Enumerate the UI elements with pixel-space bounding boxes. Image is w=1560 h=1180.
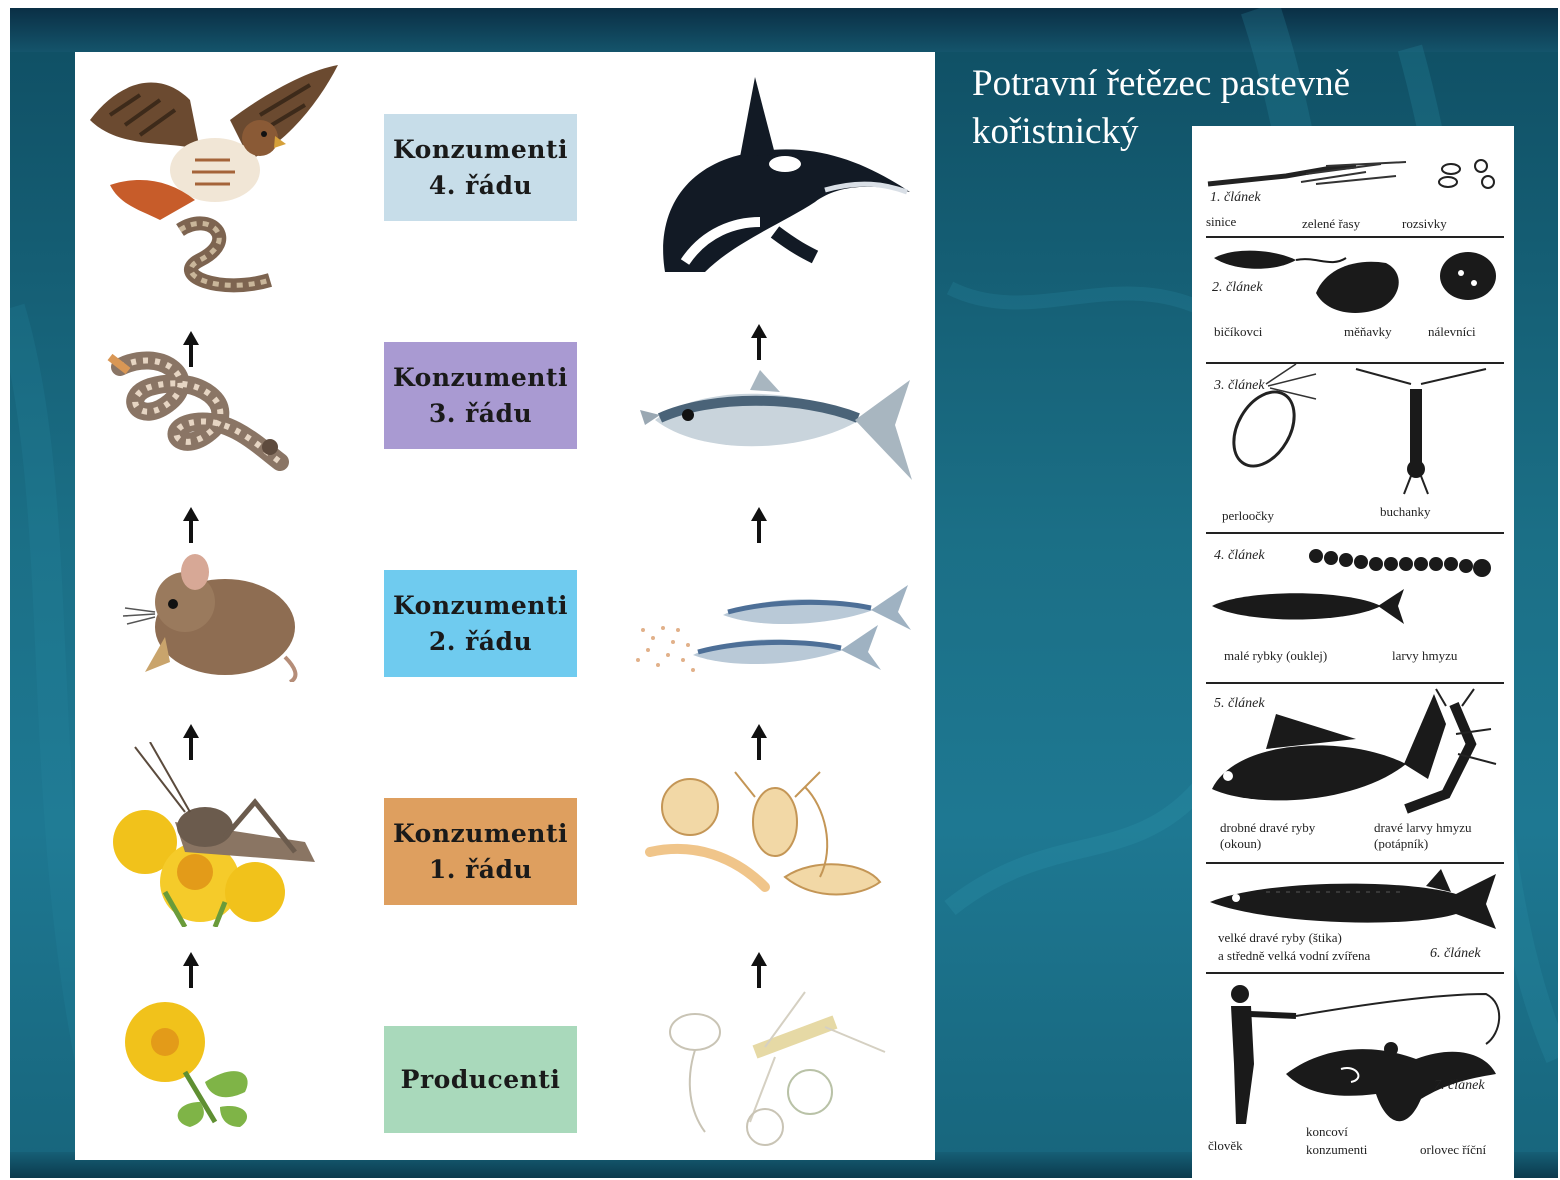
level-box-producers: Producenti <box>384 1026 577 1133</box>
level-label-line1: Konzumenti <box>393 816 568 852</box>
chain-link-7: 7. článek člověk koncoví konzumenti orlo… <box>1206 974 1504 1174</box>
chain-link-4: 4. článek malé rybky (ouklej) larvy hmyz… <box>1206 534 1504 684</box>
protozoa-icon <box>1206 238 1504 362</box>
level-label-line1: Konzumenti <box>393 588 568 624</box>
organism-label: měňavky <box>1344 324 1392 340</box>
level-box-consumers-4: Konzumenti 4. řádu <box>384 114 577 221</box>
sardines-icon <box>633 570 923 690</box>
organism-label: člověk <box>1208 1138 1243 1154</box>
organism-label: perloočky <box>1222 508 1274 524</box>
chain-link-3: 3. článek perloočky buchanky <box>1206 364 1504 534</box>
clanek-label: 2. článek <box>1212 280 1263 296</box>
organism-label: zelené řasy <box>1302 216 1360 232</box>
chain-link-6: velké dravé ryby (štika) a středně velká… <box>1206 864 1504 974</box>
organism-label: nálevníci <box>1428 324 1476 340</box>
organism-label: bičíkovci <box>1214 324 1262 340</box>
organism-label: konzumenti <box>1306 1142 1367 1158</box>
organism-label: koncoví <box>1306 1124 1348 1140</box>
clanek-label: 6. článek <box>1430 946 1481 962</box>
organism-label: dravé larvy hmyzu <box>1374 820 1471 836</box>
organism-label: sinice <box>1206 214 1236 230</box>
level-label-line2: 3. řádu <box>429 396 532 432</box>
organism-label: (okoun) <box>1220 836 1261 852</box>
title-line-1: Potravní řetězec pastevně <box>972 60 1350 108</box>
up-arrow-icon <box>749 322 769 362</box>
organism-label: a středně velká vodní zvířena <box>1218 948 1370 964</box>
level-label-line2: 4. řádu <box>429 168 532 204</box>
orca-icon <box>645 72 915 282</box>
level-label-line2: 1. řádu <box>429 852 532 888</box>
organism-label: larvy hmyzu <box>1392 648 1457 664</box>
tuna-icon <box>640 370 920 490</box>
up-arrow-icon <box>749 722 769 762</box>
level-label-line2: 2. řádu <box>429 624 532 660</box>
organism-label: rozsivky <box>1402 216 1447 232</box>
organism-label: velké dravé ryby (štika) <box>1218 930 1342 946</box>
level-label-line1: Konzumenti <box>393 360 568 396</box>
clanek-label: 1. článek <box>1210 190 1261 206</box>
chain-link-2: 2. článek bičíkovci měňavky nálevníci <box>1206 238 1504 364</box>
organism-label: drobné dravé ryby <box>1220 820 1315 836</box>
level-box-consumers-1: Konzumenti 1. řádu <box>384 798 577 905</box>
chain-link-5: 5. článek drobné dravé ryby (okoun) drav… <box>1206 684 1504 864</box>
trophic-levels-panel: Konzumenti 4. řádu Konzumenti 3. řádu Ko… <box>75 52 935 1160</box>
clanek-label: 3. článek <box>1214 378 1265 394</box>
organism-label: malé rybky (ouklej) <box>1224 648 1327 664</box>
hawk-icon <box>80 60 342 308</box>
level-label-line1: Producenti <box>401 1062 561 1098</box>
organism-label: (potápník) <box>1374 836 1428 852</box>
level-label-line1: Konzumenti <box>393 132 568 168</box>
level-box-consumers-2: Konzumenti 2. řádu <box>384 570 577 677</box>
flower-icon <box>115 992 265 1132</box>
level-box-consumers-3: Konzumenti 3. řádu <box>384 342 577 449</box>
up-arrow-icon <box>181 505 201 545</box>
zooplankton-icon <box>645 767 895 917</box>
clanek-label: 7. článek <box>1434 1078 1485 1094</box>
grasshopper-icon <box>105 742 325 927</box>
chain-link-1: 1. článek sinice zelené řasy rozsivky <box>1206 154 1504 238</box>
food-chain-scan-panel: 1. článek sinice zelené řasy rozsivky 2.… <box>1192 126 1514 1180</box>
phytoplankton-icon <box>655 982 895 1152</box>
organism-label: buchanky <box>1380 504 1431 520</box>
clanek-label: 5. článek <box>1214 696 1265 712</box>
snake-icon <box>100 347 300 477</box>
clanek-label: 4. článek <box>1214 548 1265 564</box>
up-arrow-icon <box>749 505 769 545</box>
organism-label: orlovec říční <box>1420 1142 1486 1158</box>
up-arrow-icon <box>181 950 201 990</box>
mouse-icon <box>115 542 305 682</box>
